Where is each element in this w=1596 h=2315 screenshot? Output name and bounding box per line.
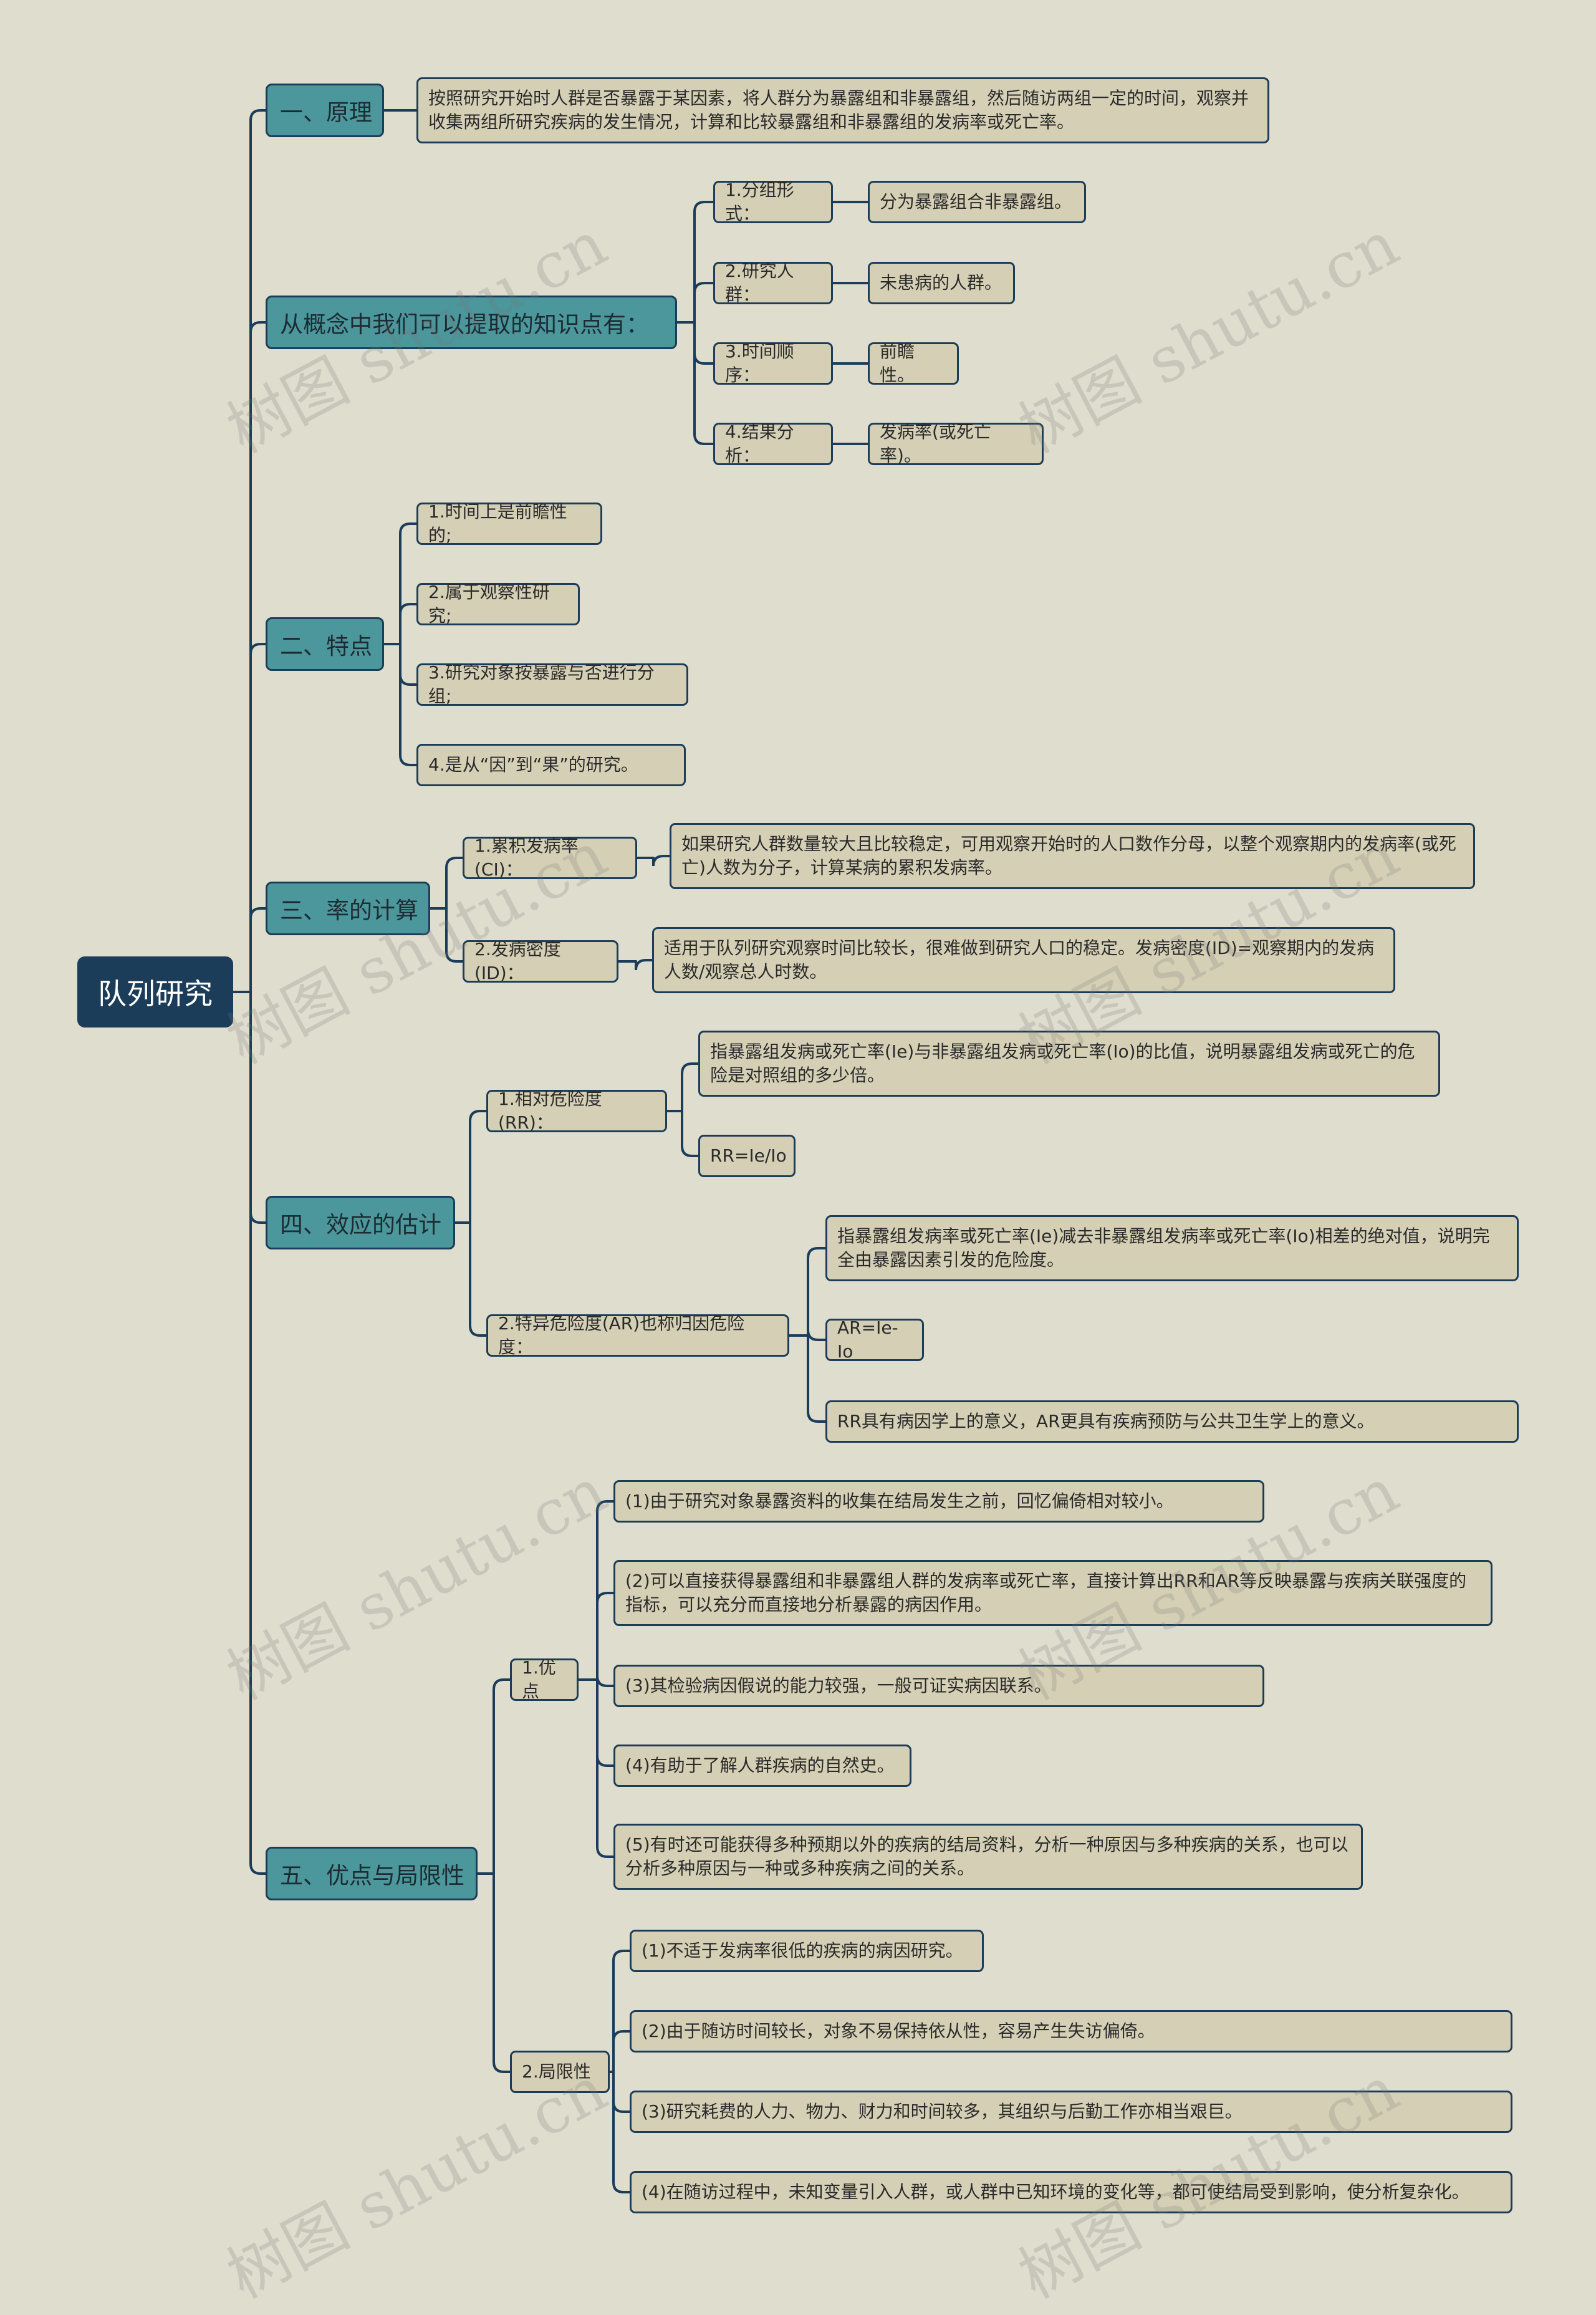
limitation-item[interactable]: (1)不适于发病率很低的疾病的病因研究。 (630, 1930, 984, 1972)
connector-line (596, 1592, 615, 1681)
connector-line (693, 201, 714, 324)
connector-line (681, 1110, 699, 1157)
connector-line (469, 1110, 488, 1224)
knowledge-item-label[interactable]: 4.结果分析： (713, 421, 833, 466)
knowledge-item-value[interactable]: 发病率(或死亡率)。 (868, 421, 1044, 466)
advantage-item[interactable]: (5)有时还可能获得多种预期以外的疾病的结局资料，分析一种原因与多种疾病的关系，… (613, 1824, 1363, 1890)
connector-line (681, 1062, 699, 1112)
branch-pros-and-cons[interactable]: 五、优点与局限性 (266, 1847, 478, 1900)
attributable-risk-formula[interactable]: AR=Ie-Io (825, 1317, 924, 1362)
knowledge-item-label[interactable]: 3.时间顺序： (713, 341, 833, 385)
connector-line (249, 991, 267, 1875)
branch-rate-calculation[interactable]: 三、率的计算 (266, 882, 430, 935)
connector-line (612, 1950, 631, 2073)
connector-line (652, 855, 671, 867)
limitation-item[interactable]: (2)由于随访时间较长，对象不易保持依从性，容易产生失访偏倚。 (630, 2010, 1512, 2053)
connector-line (807, 1334, 827, 1423)
connector-line (693, 321, 714, 445)
relative-risk-formula[interactable]: RR=Ie/Io (698, 1135, 796, 1177)
connector-line (469, 1221, 488, 1337)
rate-item-label[interactable]: 1.累积发病率(CI)： (463, 835, 637, 880)
feature-item[interactable]: 1.时间上是前瞻性的; (416, 501, 602, 546)
limitation-item[interactable]: (4)在随访过程中，未知变量引入人群，或人群中已知环境的变化等，都可使结局受到影… (630, 2171, 1512, 2213)
relative-risk-description[interactable]: 指暴露组发病或死亡率(Ie)与非暴露组发病或死亡率(Io)的比值，说明暴露组发病… (698, 1031, 1440, 1097)
connector-line (399, 643, 418, 766)
connector-line (249, 643, 267, 993)
knowledge-item-value[interactable]: 未患病的人群。 (868, 262, 1015, 304)
relative-risk-label[interactable]: 1.相对危险度(RR)： (486, 1089, 667, 1133)
advantages-label[interactable]: 1.优点 (510, 1657, 579, 1701)
connector-line (807, 1247, 827, 1337)
branch-effect-estimation[interactable]: 四、效应的估计 (266, 1196, 455, 1249)
knowledge-item-value[interactable]: 分为暴露组合非暴露组。 (868, 181, 1086, 223)
connector-line (493, 1872, 511, 2073)
principle-description[interactable]: 按照研究开始时人群是否暴露于某因素，将人群分为暴露组和非暴露组，然后随访两组一定… (416, 77, 1269, 143)
connector-line (596, 1678, 615, 1858)
connector-line (693, 321, 714, 365)
knowledge-item-label[interactable]: 1.分组形式： (713, 180, 833, 224)
advantage-item[interactable]: (2)可以直接获得暴露组和非暴露组人群的发病率或死亡率，直接计算出RR和AR等反… (613, 1560, 1493, 1626)
connector-line (493, 1678, 511, 1875)
rate-item-description[interactable]: 适用于队列研究观察时间比较长，很难做到研究人口的稳定。发病密度(ID)=观察期内… (652, 927, 1395, 993)
advantage-item[interactable]: (1)由于研究对象暴露资料的收集在结局发生之前，回忆偏倚相对较小。 (613, 1480, 1264, 1523)
connector-line (249, 109, 267, 993)
attributable-risk-description[interactable]: 指暴露组发病率或死亡率(Ie)减去非暴露组发病率或死亡率(Io)相差的绝对值，说… (825, 1215, 1519, 1281)
attributable-risk-label[interactable]: 2.特异危险度(AR)也称归因危险度： (486, 1313, 789, 1357)
knowledge-item-value[interactable]: 前瞻性。 (868, 341, 959, 385)
advantage-item[interactable]: (3)其检验病因假说的能力较强，一般可证实病因联系。 (613, 1665, 1264, 1707)
connector-line (445, 857, 464, 910)
feature-item[interactable]: 4.是从“因”到“果”的研究。 (416, 744, 686, 786)
branch-features[interactable]: 二、特点 (266, 617, 384, 671)
branch-principle[interactable]: 一、原理 (266, 84, 384, 137)
connector-line (693, 282, 714, 324)
connector-line (635, 959, 653, 971)
connector-line (445, 907, 464, 963)
rate-item-label[interactable]: 2.发病密度(ID)： (463, 939, 618, 983)
knowledge-item-label[interactable]: 2.研究人群： (713, 261, 833, 305)
connector-line (596, 1675, 615, 1687)
rate-item-description[interactable]: 如果研究人群数量较大且比较稳定，可用观察开始时的人口数作分母，以整个观察期内的发… (670, 823, 1475, 889)
root-node[interactable]: 队列研究 (77, 956, 233, 1028)
connector-line (399, 522, 418, 645)
connector-line (399, 643, 418, 686)
connector-line (807, 1329, 827, 1341)
connector-line (596, 1500, 615, 1681)
limitation-item[interactable]: (3)研究耗费的人力、物力、财力和时间较多，其组织与后勤工作亦相当艰巨。 (630, 2091, 1512, 2133)
connector-line (249, 991, 267, 1224)
connector-line (612, 2071, 631, 2193)
feature-item[interactable]: 2.属于观察性研究; (416, 582, 580, 626)
advantage-item[interactable]: (4)有助于了解人群疾病的自然史。 (613, 1745, 911, 1787)
connector-line (249, 907, 267, 993)
connector-line (399, 603, 418, 645)
connector-line (612, 2071, 631, 2113)
feature-item[interactable]: 3.研究对象按暴露与否进行分组; (416, 662, 688, 706)
rr-ar-note[interactable]: RR具有病因学上的意义，AR更具有疾病预防与公共卫生学上的意义。 (825, 1400, 1519, 1443)
connector-line (249, 321, 267, 993)
limitations-label[interactable]: 2.局限性 (510, 2051, 610, 2093)
connector-line (596, 1678, 615, 1767)
connector-line (612, 2030, 631, 2073)
branch-knowledge-points[interactable]: 从概念中我们可以提取的知识点有： (266, 296, 677, 349)
